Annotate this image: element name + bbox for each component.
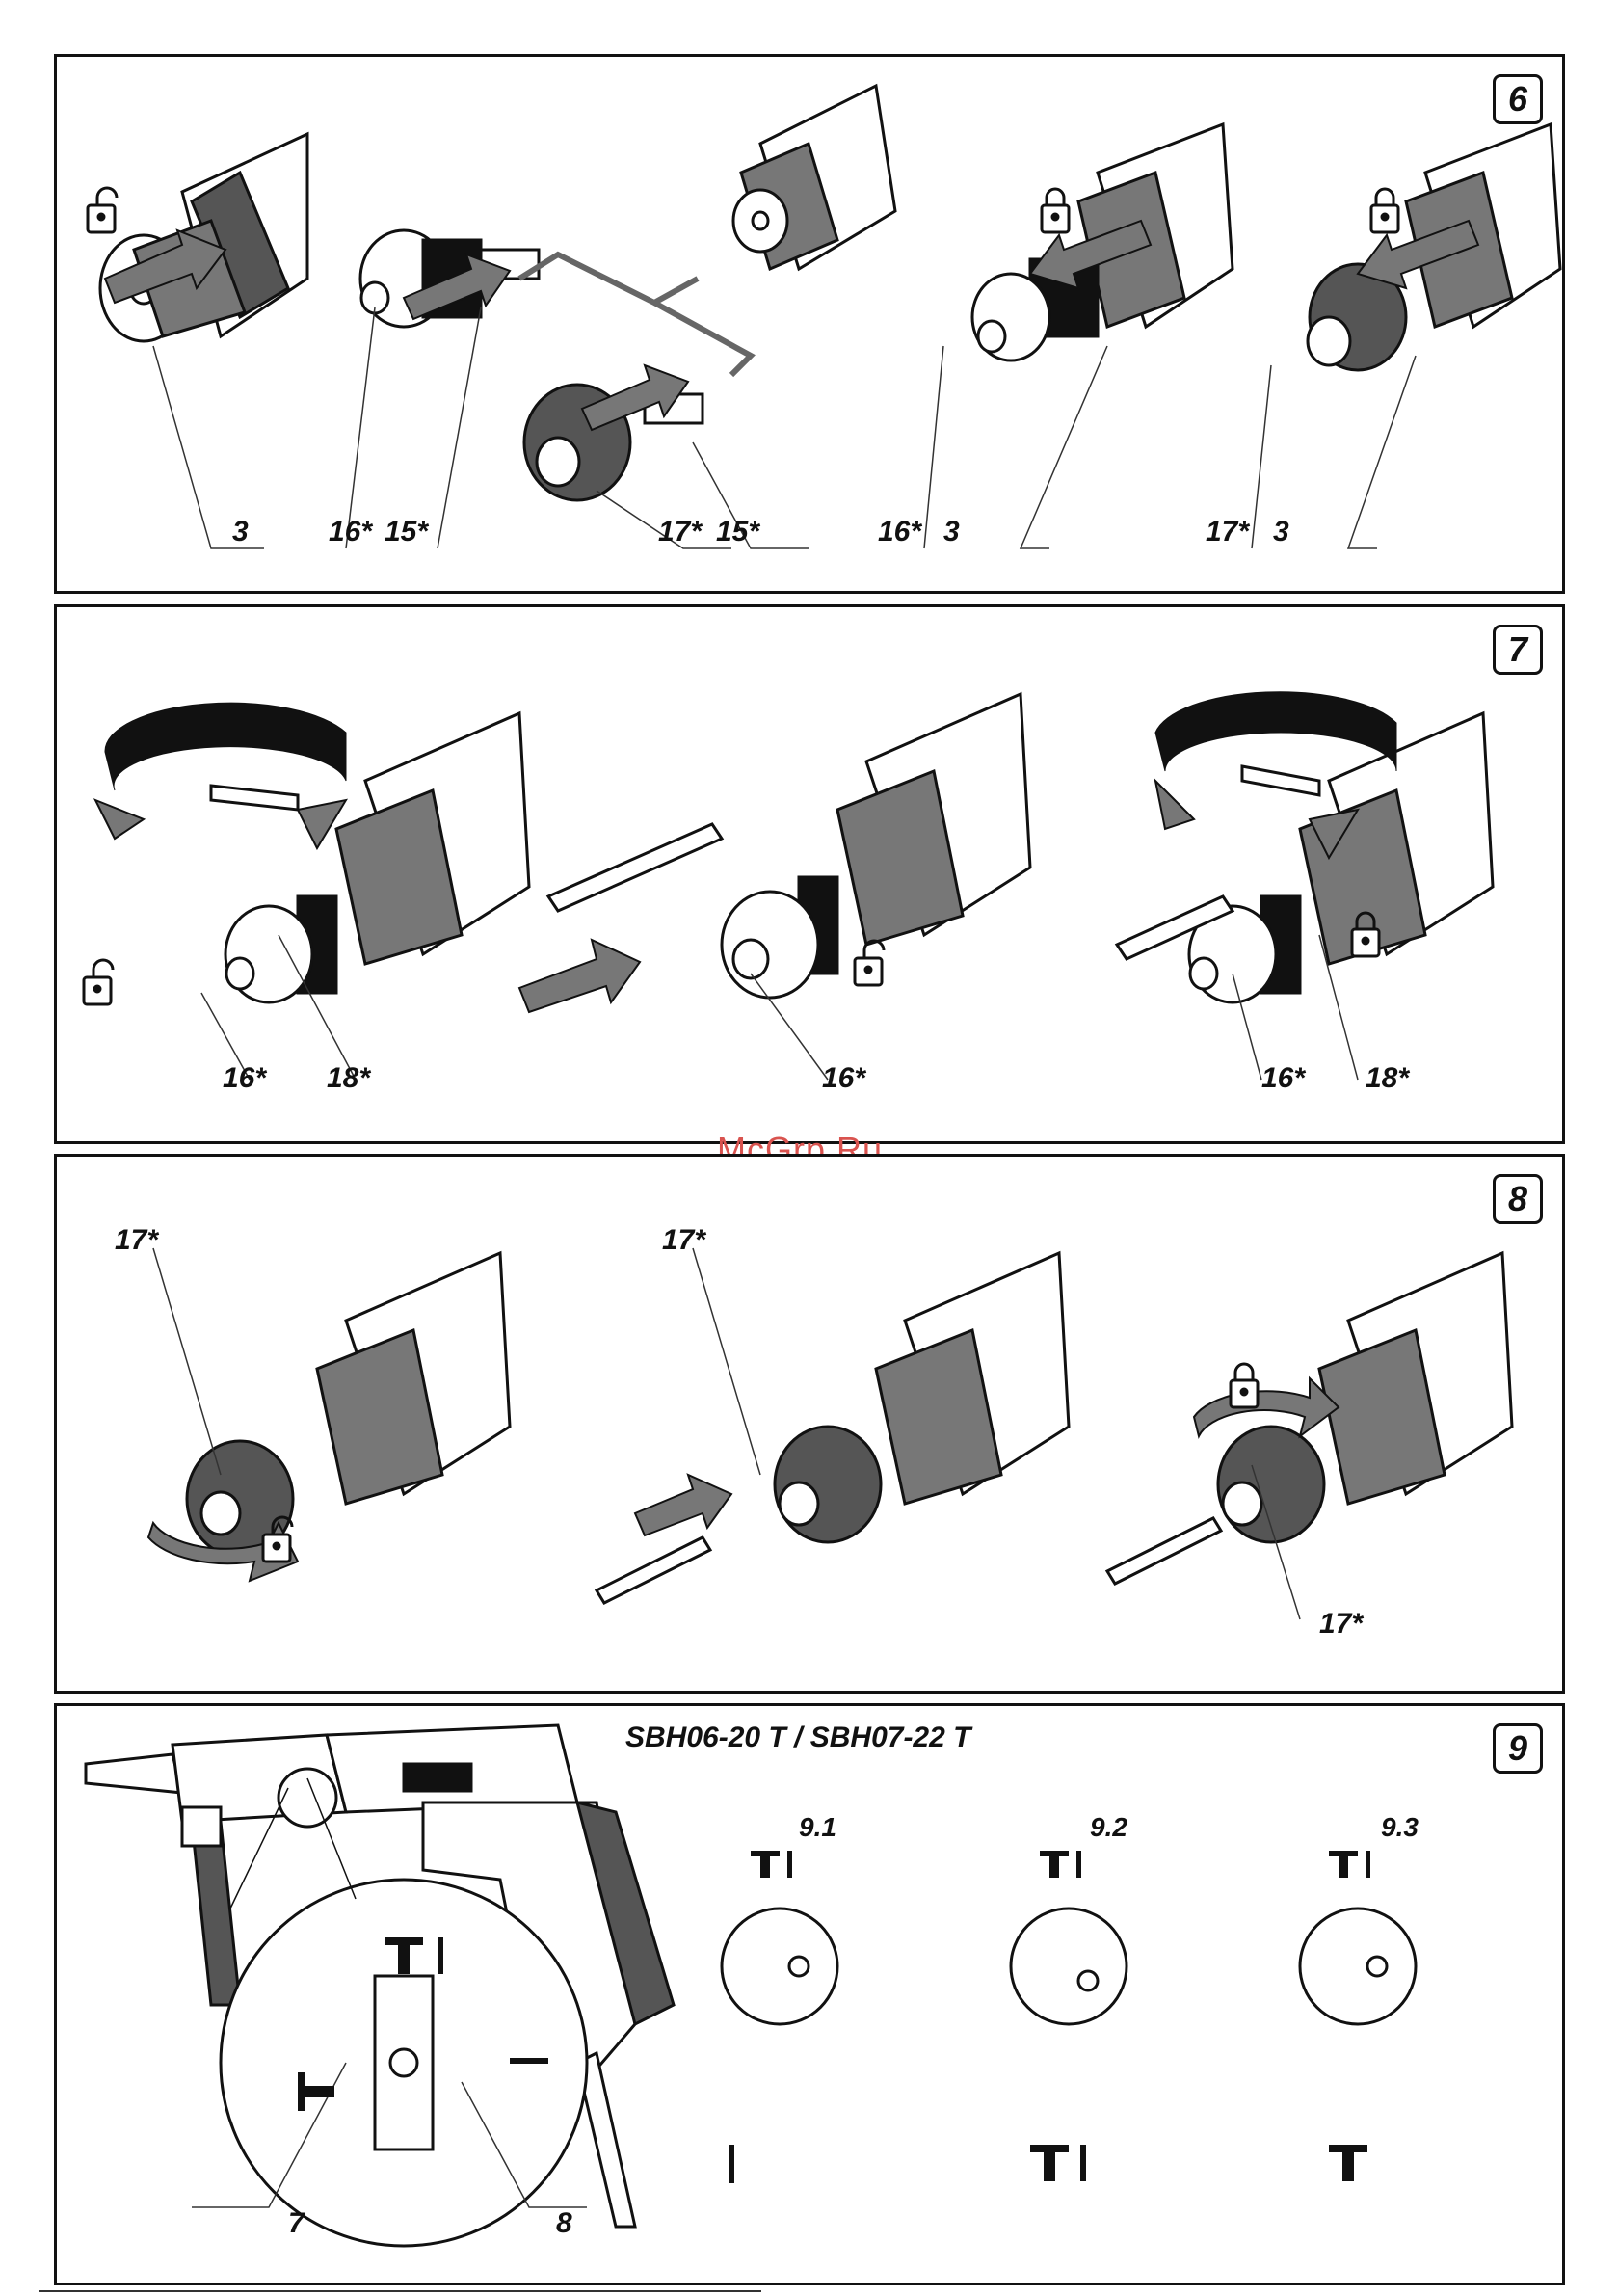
locked-padlock-icon	[1042, 189, 1069, 232]
chuck-key	[211, 786, 298, 810]
part-label: 3	[232, 516, 249, 548]
panel-8: 8	[54, 1154, 1565, 1694]
rotation-arrow-icon	[1155, 692, 1396, 771]
drill-body	[1189, 713, 1493, 1002]
part-label: 15*	[716, 516, 759, 548]
drill-body	[722, 694, 1030, 998]
unlocked-padlock-icon	[855, 941, 884, 985]
part-label: 16*	[329, 516, 372, 548]
locked-padlock-icon	[1231, 1364, 1258, 1407]
push-arrow-icon	[635, 1475, 731, 1535]
drill-body	[733, 86, 895, 269]
key-chuck-illustration	[57, 607, 1562, 1141]
part-label: 18*	[327, 1062, 370, 1095]
rotation-arrow-icon	[105, 703, 346, 790]
drill-body	[225, 713, 529, 1002]
part-label: 16*	[822, 1062, 865, 1095]
mode-label: 9.2	[1090, 1812, 1127, 1843]
part-label: 16*	[1261, 1062, 1305, 1095]
drill-icon	[510, 2058, 548, 2064]
panel-7: 7	[54, 604, 1565, 1144]
drill-bit	[597, 1537, 710, 1603]
part-label: 7	[288, 2207, 305, 2240]
panel-6: 6	[54, 54, 1565, 594]
mode-selector-illustration	[57, 1706, 1562, 2283]
part-label: 17*	[1206, 516, 1249, 548]
panel-9: 9 SBH06-20 T / SBH07-22 T	[54, 1703, 1565, 2285]
drill-icon	[438, 1937, 443, 1974]
part-label: 8	[556, 2207, 572, 2240]
part-label: 15*	[385, 516, 428, 548]
part-label: 18*	[1366, 1062, 1409, 1095]
part-label: 17*	[115, 1224, 158, 1257]
push-arrow-icon	[519, 940, 640, 1012]
mode-label: 9.3	[1381, 1812, 1419, 1843]
drill-bit	[548, 824, 722, 911]
part-label: 16*	[878, 516, 921, 548]
part-label: 3	[1273, 516, 1289, 548]
unlocked-padlock-icon	[88, 188, 117, 232]
drill-body	[100, 134, 307, 341]
mode-label: 9.1	[799, 1812, 836, 1843]
mode-dial	[722, 1909, 837, 2024]
part-label: 16*	[223, 1062, 266, 1095]
mode-dial	[1011, 1909, 1127, 2024]
drill-body	[187, 1253, 510, 1557]
locked-padlock-icon	[1371, 189, 1398, 232]
part-label: 17*	[662, 1224, 705, 1257]
part-label: 17*	[1319, 1608, 1363, 1641]
chuck-mounting-illustration	[57, 57, 1562, 591]
chuck-key	[1242, 766, 1319, 795]
mode-dial	[1300, 1909, 1416, 2024]
part-label: 3	[943, 516, 960, 548]
footer-rule	[39, 2290, 761, 2292]
drill-body	[775, 1253, 1069, 1542]
part-label: 17*	[658, 516, 702, 548]
unlocked-padlock-icon	[84, 960, 113, 1004]
drill-bit	[1107, 1518, 1221, 1584]
